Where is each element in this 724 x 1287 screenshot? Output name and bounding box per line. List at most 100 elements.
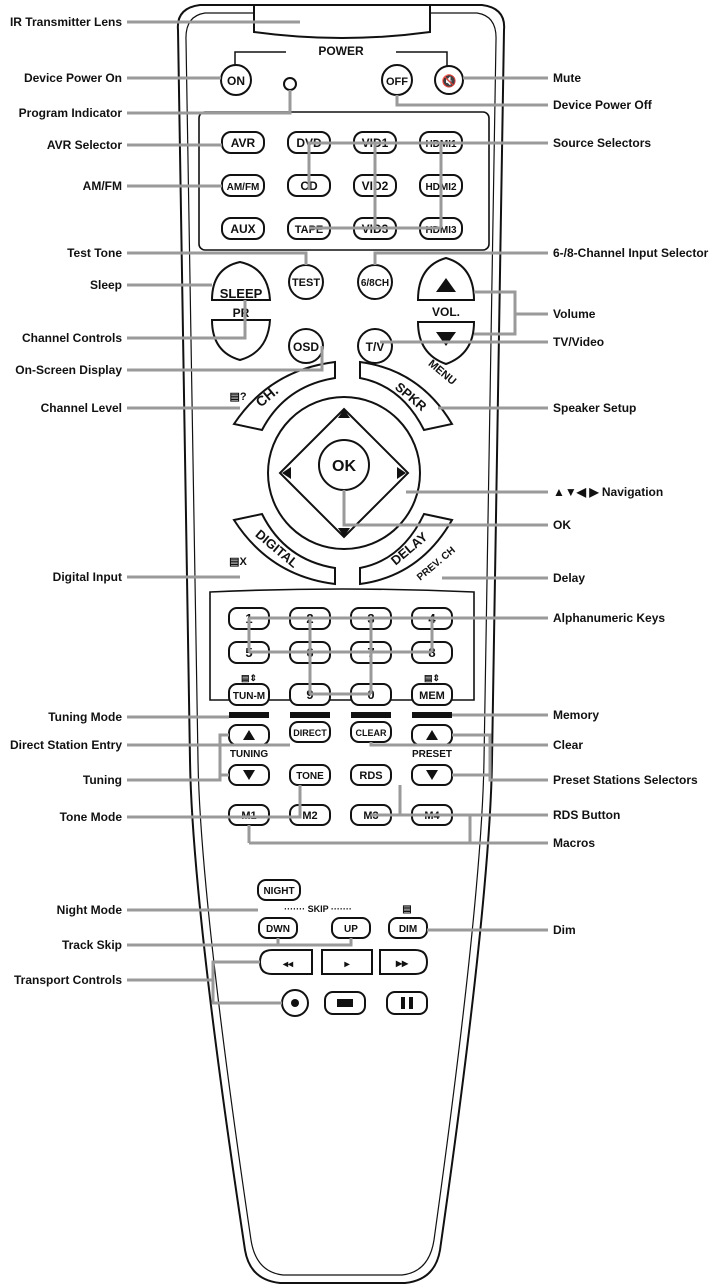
callout-channel-input-selector: 6-/8-Channel Input Selector bbox=[553, 246, 709, 260]
vol-label: VOL. bbox=[432, 305, 460, 319]
clear-box-icon: ▤X bbox=[229, 556, 247, 568]
dim-button[interactable] bbox=[388, 917, 428, 939]
callout-sleep: Sleep bbox=[90, 278, 122, 292]
clear-label: CLEAR bbox=[356, 728, 387, 738]
ok-label: OK bbox=[332, 458, 356, 475]
color-bar-3[interactable] bbox=[351, 712, 391, 718]
callout-digital-input: Digital Input bbox=[53, 570, 122, 584]
memory-icon: ▤⇕ bbox=[424, 673, 440, 683]
pause-icon-bar bbox=[401, 997, 405, 1009]
callout-labels-right: Mute Device Power Off Source Selectors 6… bbox=[553, 71, 709, 937]
source-avr[interactable] bbox=[221, 131, 265, 154]
direct-button[interactable] bbox=[289, 721, 331, 743]
callout-avr-selector: AVR Selector bbox=[47, 138, 122, 152]
tuning-up-icon bbox=[243, 730, 255, 740]
sleep-channel-up-button[interactable] bbox=[210, 260, 272, 301]
callout-preset: Preset Stations Selectors bbox=[553, 773, 698, 787]
callout-tuning: Tuning bbox=[83, 773, 122, 787]
color-bar-2[interactable] bbox=[290, 712, 330, 718]
callout-tone-mode: Tone Mode bbox=[60, 810, 123, 824]
color-bar-1[interactable] bbox=[229, 712, 269, 718]
callout-dim: Dim bbox=[553, 923, 576, 937]
leader-lines bbox=[127, 20, 548, 1005]
callout-macros: Macros bbox=[553, 836, 595, 850]
channel-level-button[interactable] bbox=[232, 360, 336, 432]
skip-label: ······· SKIP ······· bbox=[284, 904, 352, 914]
rewind-button[interactable] bbox=[258, 949, 313, 975]
callout-program-indicator: Program Indicator bbox=[19, 106, 123, 120]
nav-down-icon[interactable] bbox=[338, 528, 350, 537]
rewind-icon: ◂◂ bbox=[282, 959, 294, 970]
source-aux[interactable] bbox=[221, 217, 265, 240]
callout-device-power-on: Device Power On bbox=[24, 71, 122, 85]
source-label: HDMI3 bbox=[425, 225, 457, 236]
mute-icon: 🔇 bbox=[442, 74, 457, 88]
night-label: NIGHT bbox=[263, 886, 294, 897]
callout-channel-level: Channel Level bbox=[41, 401, 122, 415]
power-on-label: ON bbox=[227, 74, 245, 88]
ch68-label: 6/8CH bbox=[361, 278, 389, 289]
color-bar-4[interactable] bbox=[412, 712, 452, 718]
dwn-label: DWN bbox=[266, 924, 290, 935]
nav-right-icon[interactable] bbox=[397, 467, 406, 479]
callout-speaker-setup: Speaker Setup bbox=[553, 401, 636, 415]
preset-label: PRESET bbox=[412, 749, 452, 760]
dim-display-icon: ▤ bbox=[402, 904, 411, 915]
callout-osd: On-Screen Display bbox=[15, 363, 122, 377]
callout-mute: Mute bbox=[553, 71, 581, 85]
nav-left-icon[interactable] bbox=[282, 467, 291, 479]
preset-down-icon bbox=[426, 770, 438, 780]
delay-button[interactable] bbox=[359, 512, 454, 586]
dim-label: DIM bbox=[399, 924, 417, 935]
tunm-label: TUN-M bbox=[233, 691, 265, 702]
callout-night-mode: Night Mode bbox=[57, 903, 123, 917]
tuning-mode-icon: ▤⇕ bbox=[241, 673, 257, 683]
tuning-mode-button[interactable] bbox=[228, 683, 270, 706]
mute-button[interactable] bbox=[434, 65, 464, 95]
mem-label: MEM bbox=[419, 690, 445, 702]
sleep-label: SLEEP bbox=[220, 286, 263, 301]
memory-button[interactable] bbox=[411, 683, 453, 706]
callout-source-selectors: Source Selectors bbox=[553, 136, 651, 150]
tuning-down-icon bbox=[243, 770, 255, 780]
source-label: AM/FM bbox=[227, 182, 260, 193]
tone-label: TONE bbox=[296, 771, 324, 782]
tone-button[interactable] bbox=[289, 764, 331, 786]
tv-label: T/V bbox=[366, 340, 385, 354]
up-label: UP bbox=[344, 924, 358, 935]
night-button[interactable] bbox=[257, 879, 301, 901]
speaker-setup-button[interactable] bbox=[359, 360, 454, 432]
direct-label: DIRECT bbox=[293, 728, 327, 738]
program-indicator-led bbox=[283, 77, 297, 91]
callout-labels-left: IR Transmitter Lens Device Power On Prog… bbox=[10, 15, 122, 987]
fast-forward-button[interactable] bbox=[379, 949, 429, 975]
stop-icon bbox=[337, 999, 353, 1007]
power-on-button[interactable] bbox=[220, 64, 252, 96]
callout-ok: OK bbox=[553, 518, 571, 532]
pause-button[interactable] bbox=[386, 991, 428, 1015]
nav-up-icon[interactable] bbox=[338, 409, 350, 418]
callout-tuning-mode: Tuning Mode bbox=[48, 710, 122, 724]
play-button[interactable] bbox=[321, 949, 373, 975]
source-panel bbox=[198, 111, 490, 251]
callout-am-fm: AM/FM bbox=[83, 179, 122, 193]
test-label: TEST bbox=[292, 277, 320, 289]
fast-forward-icon: ▸▸ bbox=[395, 956, 409, 970]
digital-input-button[interactable] bbox=[232, 512, 336, 586]
callout-delay: Delay bbox=[553, 571, 585, 585]
callout-ir-lens: IR Transmitter Lens bbox=[10, 15, 122, 29]
rds-button[interactable] bbox=[350, 764, 392, 786]
callout-volume: Volume bbox=[553, 307, 596, 321]
callout-direct-entry: Direct Station Entry bbox=[10, 738, 122, 752]
info-icon: ▤? bbox=[229, 391, 246, 403]
callout-device-power-off: Device Power Off bbox=[553, 98, 653, 112]
power-off-label: OFF bbox=[386, 76, 408, 88]
power-bracket bbox=[234, 51, 448, 68]
macro-label: M2 bbox=[302, 810, 317, 822]
tv-video-button[interactable] bbox=[357, 328, 393, 364]
pause-icon-bar bbox=[409, 997, 413, 1009]
volume-down-icon bbox=[436, 332, 456, 346]
callout-clear: Clear bbox=[553, 738, 583, 752]
